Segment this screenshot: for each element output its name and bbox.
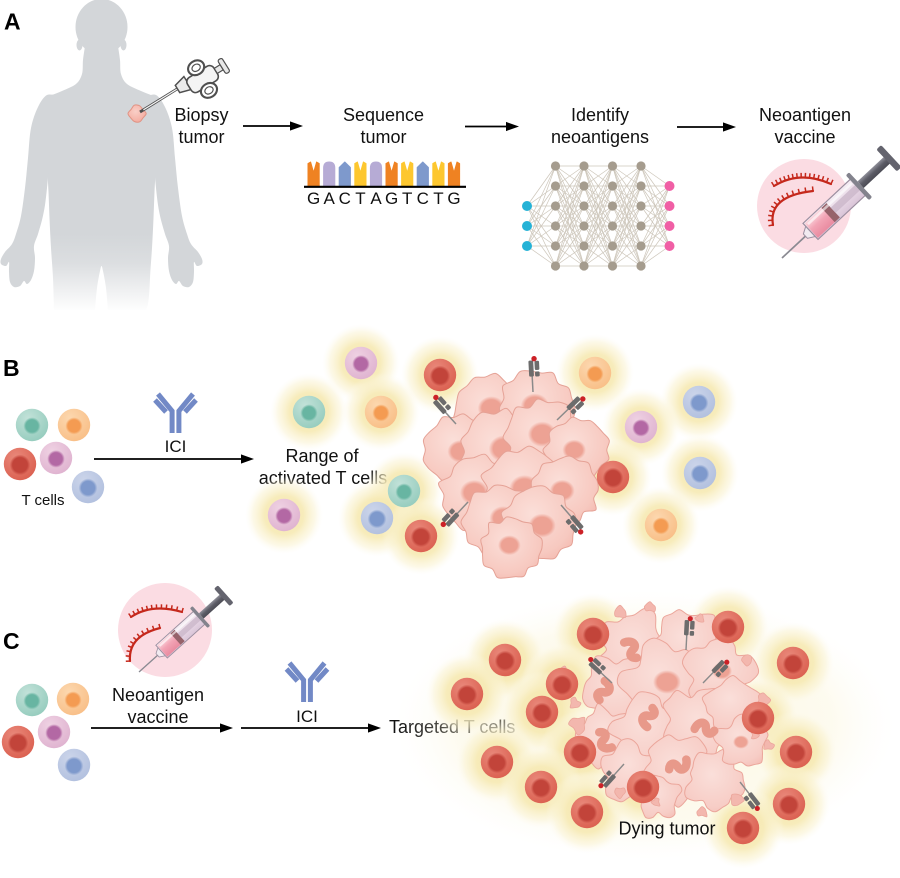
svg-text:neoantigens: neoantigens <box>551 127 649 147</box>
svg-text:Biopsy: Biopsy <box>174 105 228 125</box>
svg-text:vaccine: vaccine <box>127 707 188 727</box>
svg-text:G: G <box>447 189 460 208</box>
svg-text:vaccine: vaccine <box>774 127 835 147</box>
svg-text:Neoantigen: Neoantigen <box>759 105 851 125</box>
svg-text:Range of: Range of <box>285 446 359 466</box>
svg-text:C: C <box>339 189 351 208</box>
svg-text:tumor: tumor <box>360 127 406 147</box>
svg-text:C: C <box>3 628 20 654</box>
svg-text:ICI: ICI <box>296 707 318 726</box>
svg-text:T: T <box>355 189 365 208</box>
svg-text:ICI: ICI <box>165 437 187 456</box>
svg-text:tumor: tumor <box>178 127 224 147</box>
svg-text:C: C <box>417 189 429 208</box>
svg-text:B: B <box>3 355 20 381</box>
svg-text:T cells: T cells <box>21 492 64 509</box>
svg-text:G: G <box>385 189 398 208</box>
svg-text:A: A <box>370 189 382 208</box>
svg-text:G: G <box>307 189 320 208</box>
svg-text:T: T <box>433 189 443 208</box>
svg-text:Sequence: Sequence <box>343 105 424 125</box>
svg-text:A: A <box>324 189 336 208</box>
svg-text:Identify: Identify <box>571 105 629 125</box>
svg-text:A: A <box>4 9 21 35</box>
svg-text:Neoantigen: Neoantigen <box>112 685 204 705</box>
svg-text:Dying tumor: Dying tumor <box>618 819 715 839</box>
svg-text:T: T <box>402 189 412 208</box>
